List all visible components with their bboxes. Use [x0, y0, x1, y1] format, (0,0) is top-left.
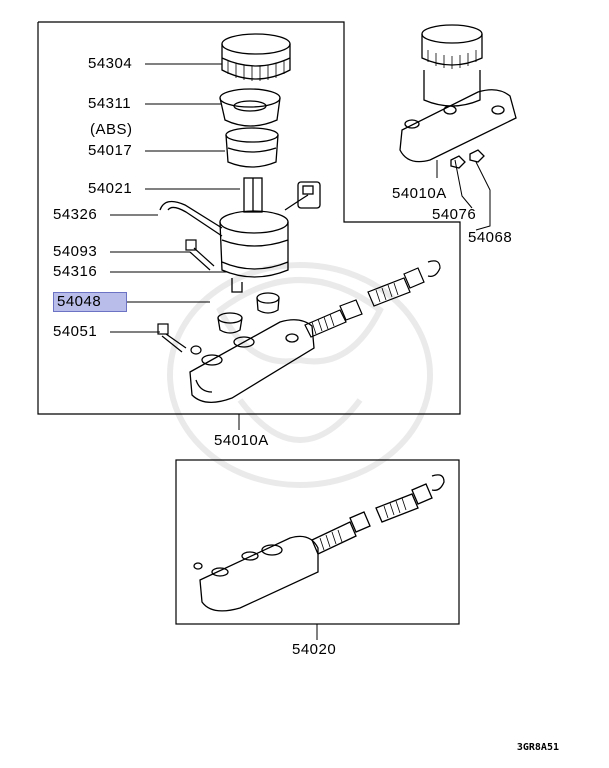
reservoir-cap-part — [221, 33, 291, 81]
inset-master-cylinder-part — [399, 24, 517, 169]
reservoir-part — [159, 181, 321, 293]
label-54048-highlighted[interactable]: 54048 — [53, 292, 127, 312]
label-54010A-inset[interactable]: 54010A — [392, 185, 447, 202]
bolt-part — [185, 239, 215, 271]
lower-assembly-frame — [175, 459, 460, 625]
label-54326[interactable]: 54326 — [53, 206, 98, 223]
label-54017[interactable]: 54017 — [88, 142, 133, 159]
label-54021[interactable]: 54021 — [88, 180, 133, 197]
label-54010A-main[interactable]: 54010A — [214, 432, 269, 449]
watermark-crest — [167, 262, 433, 488]
label-54051[interactable]: 54051 — [53, 323, 98, 340]
diagram-code: 3GR8A51 — [516, 742, 559, 753]
strainer-part — [225, 127, 279, 168]
label-54316[interactable]: 54316 — [53, 263, 98, 280]
master-cylinder-body-part — [189, 319, 315, 403]
label-abs-note: (ABS) — [90, 121, 133, 138]
stop-bolt-part — [157, 323, 202, 355]
grommet-part — [217, 292, 280, 334]
label-54311[interactable]: 54311 — [88, 95, 132, 112]
level-switch-part — [243, 177, 263, 213]
piston-assembly-part — [304, 260, 441, 338]
diaphragm-part — [219, 88, 281, 127]
label-54068[interactable]: 54068 — [468, 229, 513, 246]
label-54020[interactable]: 54020 — [292, 641, 337, 658]
main-assembly-frame — [37, 21, 461, 415]
lower-master-cylinder-part — [193, 474, 445, 612]
label-54093[interactable]: 54093 — [53, 243, 98, 260]
label-54304[interactable]: 54304 — [88, 55, 133, 72]
label-54076[interactable]: 54076 — [432, 206, 477, 223]
